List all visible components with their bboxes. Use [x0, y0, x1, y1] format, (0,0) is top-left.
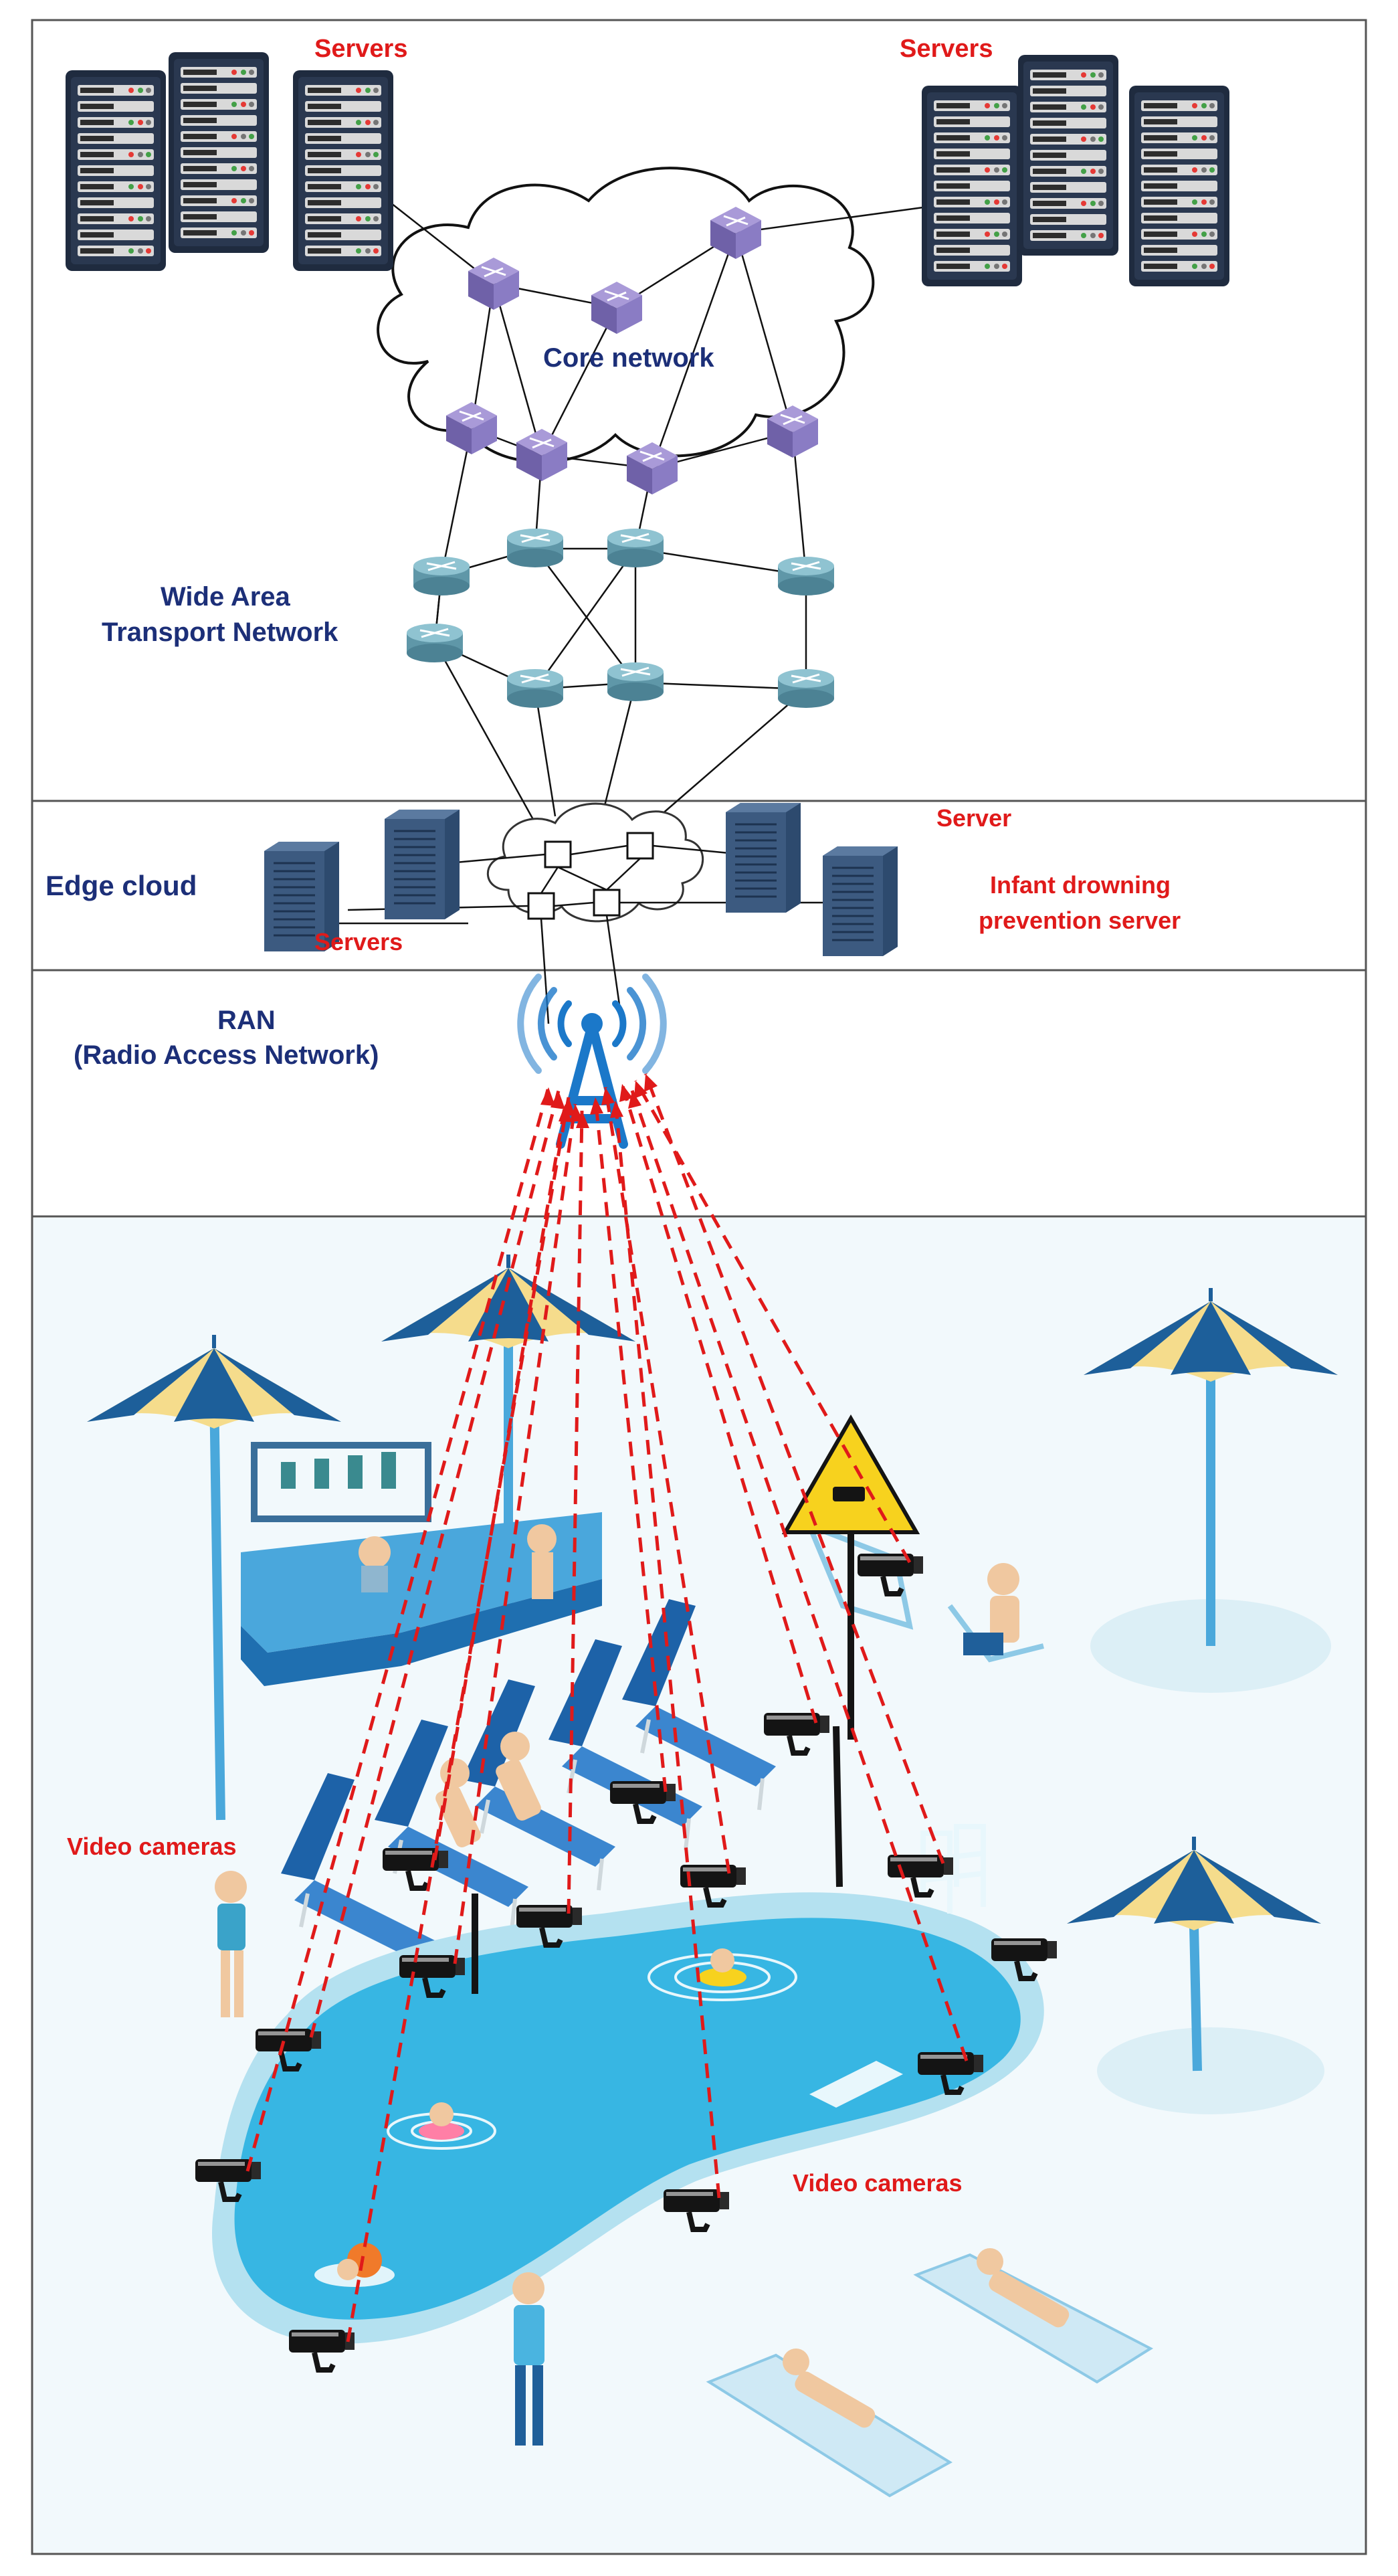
diagram-frame	[31, 19, 1367, 2555]
wireless-link	[453, 1103, 577, 1964]
router-icon	[606, 661, 665, 703]
servers-left-racks	[66, 52, 393, 271]
infant-drowning-server-icon	[821, 845, 899, 957]
wireless-link	[309, 1090, 561, 2038]
server-rack-icon	[293, 70, 393, 271]
wireless-link	[630, 1090, 969, 2061]
servers-right-label: Servers	[900, 35, 993, 63]
edge-servers-label: Servers	[314, 928, 403, 955]
wan-label-line1: Wide Area	[161, 582, 291, 612]
wireless-links	[245, 1073, 969, 2342]
edge-switch-icon	[593, 889, 621, 917]
video-cameras-label-right: Video cameras	[793, 2169, 963, 2197]
sunbather-icon	[783, 2248, 1070, 2428]
server-rack-icon	[66, 70, 166, 271]
standing-person-icon	[215, 1871, 247, 2017]
wireless-link	[346, 1097, 571, 2342]
router-icon	[777, 555, 835, 597]
wireless-link	[603, 1087, 731, 1874]
server-rack-icon	[922, 86, 1022, 286]
wireless-link	[245, 1087, 551, 2172]
waiter-icon	[512, 2272, 544, 2446]
core-network-label: Core network	[543, 343, 714, 373]
edge-switch-icon	[527, 892, 555, 920]
ran-label-line1: RAN	[217, 1006, 276, 1035]
camera-poles	[472, 1726, 843, 1994]
infant-server-label-line1: Infant drowning	[990, 871, 1171, 899]
ran-section: RAN (Radio Access Network)	[74, 974, 667, 1149]
seated-person-icon	[963, 1563, 1019, 1655]
wireless-link	[567, 1110, 584, 1914]
server-rack-icon	[169, 52, 269, 253]
wireless-link	[613, 1100, 721, 2199]
infant-server-label-line2: prevention server	[979, 907, 1181, 934]
wireless-arrowheads	[540, 1074, 658, 1128]
wireless-link	[620, 1083, 818, 1724]
edge-switch-icon	[544, 840, 572, 868]
drowning-infant-icon	[314, 2243, 395, 2287]
wan-label-line2: Transport Network	[102, 618, 338, 647]
pool-scene: Video cameras Video cameras	[33, 1218, 1365, 2553]
sun-lounger-icon	[706, 2253, 1154, 2498]
ran-label-line2: (Radio Access Network)	[74, 1040, 379, 1070]
server-rack-icon	[1018, 55, 1118, 256]
router-icon	[506, 527, 565, 569]
edge-server-icon	[383, 808, 461, 921]
edge-cloud-section: Edge cloud Servers Server Infant drownin…	[45, 802, 1181, 1024]
wireless-link	[593, 1097, 668, 1792]
wireless-link	[643, 1073, 945, 1864]
cell-tower-icon	[517, 974, 667, 1149]
router-icon	[506, 668, 565, 709]
router-icon	[412, 555, 471, 597]
edge-switch-icon	[626, 832, 654, 860]
umbrella-icon	[1084, 1288, 1338, 1646]
umbrella-icon	[87, 1335, 341, 1821]
servers-left-label: Servers	[314, 35, 407, 63]
umbrella-icon	[1067, 1837, 1321, 2072]
servers-right-racks	[922, 55, 1229, 286]
core-network-section: Servers Servers Core network Wide Area T…	[66, 35, 1229, 824]
router-icon	[777, 668, 835, 709]
edge-server-icon	[724, 802, 802, 914]
edge-cloud-label: Edge cloud	[45, 870, 197, 901]
edge-server-label: Server	[936, 804, 1011, 832]
server-rack-icon	[1129, 86, 1229, 286]
router-icon	[606, 527, 665, 569]
video-cameras-label-left: Video cameras	[67, 1833, 237, 1860]
swimming-pool	[212, 1824, 1044, 2344]
wireless-link	[433, 1103, 567, 1861]
deck-chair-icon	[804, 1520, 1044, 1663]
router-icon	[405, 622, 464, 664]
warning-sign-icon	[781, 1414, 920, 1740]
wireless-link	[633, 1079, 912, 1564]
